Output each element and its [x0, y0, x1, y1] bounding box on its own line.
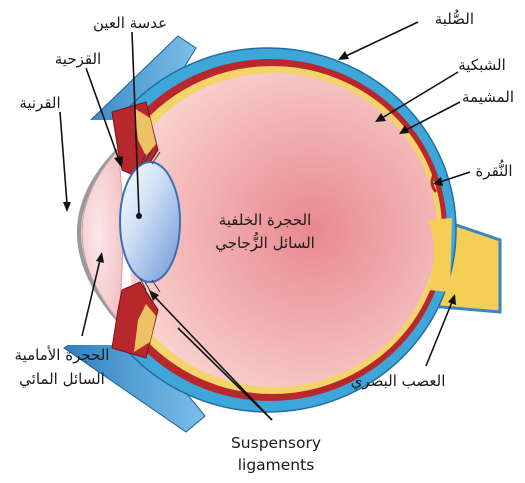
label-optic-nerve: العصب البصري	[351, 372, 446, 391]
label-anterior-chamber: الحجرة الأمامية	[15, 345, 110, 364]
label-aqueous-humour: السائل المائي	[19, 370, 105, 389]
label-choroid: المشيمة	[462, 88, 514, 106]
label-suspensory: Suspensory	[231, 434, 321, 452]
label-ligaments: ligaments	[238, 456, 315, 474]
label-lens: عدسة العين	[93, 14, 167, 32]
label-retina: الشبكية	[458, 56, 506, 74]
label-cornea: القرنية	[19, 94, 60, 112]
label-iris: القزحية	[55, 50, 101, 68]
label-vitreous-humour: السائل الزُّجاجي	[215, 231, 315, 253]
label-sclera: الصُّلبة	[435, 9, 474, 28]
lens-shape	[120, 162, 180, 282]
label-vitreous-chamber: الحجرة الخلفية	[219, 211, 312, 229]
label-fovea: النُّقرة	[476, 159, 513, 180]
